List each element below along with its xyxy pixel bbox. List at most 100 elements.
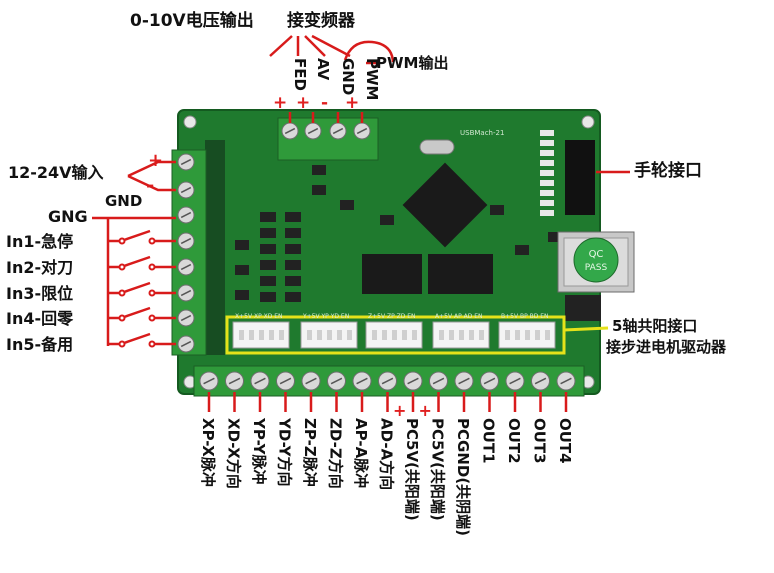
top-pin-sign: + xyxy=(273,93,287,113)
pass-text: PASS xyxy=(585,263,608,273)
terminal-screw xyxy=(505,371,525,391)
bottom-pin-label: PC5V(共阳端) xyxy=(403,418,421,521)
ic-chip xyxy=(362,254,422,294)
bottom-pin-label: OUT1 xyxy=(480,418,498,464)
smd-column xyxy=(540,130,554,216)
power-wires xyxy=(127,160,176,192)
top-title-voltage: 0-10V电压输出 xyxy=(130,10,254,31)
header-silkscreen: Z+5V ZP ZD EN xyxy=(368,313,416,320)
input-label: In3-限位 xyxy=(6,284,73,303)
header-silkscreen: X+5V XP XD EN xyxy=(235,313,283,320)
input-switch xyxy=(108,255,176,271)
pcb-board xyxy=(177,109,601,395)
left-strip xyxy=(205,140,225,355)
bottom-pin-label: YP-Y脉冲 xyxy=(250,417,268,484)
terminal-screw xyxy=(327,371,346,391)
main-chip xyxy=(402,162,488,248)
terminal-screw xyxy=(177,153,195,171)
pwm-output-label: PWM输出 xyxy=(376,54,448,72)
power-plus: + xyxy=(148,150,163,171)
terminal-screw xyxy=(329,122,347,140)
terminal-screw xyxy=(403,371,423,391)
bottom-pin-label: OUT2 xyxy=(505,418,523,464)
mount-hole xyxy=(581,115,595,129)
input-label: In4-回零 xyxy=(6,309,74,328)
power-input-label: 12-24V输入 xyxy=(8,163,104,182)
bottom-pin-label: AP-A脉冲 xyxy=(352,418,370,488)
terminal-screw xyxy=(301,371,321,391)
jst-header xyxy=(232,321,290,349)
bottom-pin-label: AD-A方向 xyxy=(378,418,396,490)
input-label: In5-备用 xyxy=(6,335,73,354)
top-pin-sign: + xyxy=(296,93,310,113)
jst-header xyxy=(432,321,490,349)
terminal-screw xyxy=(556,371,576,391)
resistor-array xyxy=(235,165,562,302)
bottom-plus-sign: + xyxy=(393,401,406,420)
stepper-driver-label: 接步进电机驱动器 xyxy=(606,338,727,356)
terminal-screw xyxy=(225,371,244,391)
terminal-screw xyxy=(250,371,270,391)
chip-label: USBMach-21 xyxy=(460,129,504,137)
terminal-screw xyxy=(177,335,195,353)
top-wires xyxy=(269,34,395,63)
jst-header xyxy=(365,321,423,349)
terminal-screw xyxy=(304,122,322,140)
bottom-plus-sign: + xyxy=(419,401,432,420)
input-switch xyxy=(108,332,176,348)
header-silkscreen: B+5V BP BD EN xyxy=(501,313,549,320)
terminal-screw xyxy=(281,122,299,140)
terminal-screw xyxy=(454,371,474,391)
top-pin-sign: + xyxy=(345,93,359,113)
terminal-screw xyxy=(177,284,195,302)
terminal-screw xyxy=(429,371,448,391)
header-silkscreen: A+5V AP AD EN xyxy=(435,313,483,320)
qc-pass-sticker xyxy=(573,237,619,283)
power-gnd-label: GND xyxy=(105,192,142,210)
jst-header xyxy=(498,321,556,349)
terminal-screw xyxy=(177,232,195,250)
terminal-screw xyxy=(177,206,195,224)
terminal-screw xyxy=(531,371,550,391)
input-label: In2-对刀 xyxy=(6,258,73,277)
terminal-screw xyxy=(353,122,371,140)
terminal-screw xyxy=(480,371,499,391)
header-silkscreen: Y+5V YP YD EN xyxy=(302,313,349,320)
handwheel-label: 手轮接口 xyxy=(634,160,702,181)
top-pin-label: FED xyxy=(291,58,309,91)
top-title-inverter: 接变频器 xyxy=(287,10,356,31)
ic-chip xyxy=(428,254,493,294)
bottom-pin-label: ZD-Z方向 xyxy=(327,418,345,489)
bottom-pin-label: XP-X脉冲 xyxy=(199,418,217,487)
terminal-screw xyxy=(199,371,219,391)
regulator xyxy=(565,295,601,321)
top-pin-sign: - xyxy=(321,93,328,113)
bottom-pin-label: YD-Y方向 xyxy=(276,417,294,486)
bottom-pin-label: ZP-Z脉冲 xyxy=(301,418,319,487)
top-pin-label: GND xyxy=(339,58,357,95)
input-switch xyxy=(108,306,176,322)
jst-header xyxy=(300,321,358,349)
gng-label: GNG xyxy=(48,207,88,226)
terminal-screw xyxy=(352,371,372,391)
top-pin-label: PWM xyxy=(363,58,381,100)
qc-text: QC xyxy=(589,249,604,260)
bottom-pin-label: PCGND(共阴端) xyxy=(454,418,472,536)
terminal-screw xyxy=(177,181,195,199)
top-pin-label: AV xyxy=(314,58,332,81)
common-anode-highlight xyxy=(225,315,566,355)
input-label: In1-急停 xyxy=(6,232,73,251)
anode-wire xyxy=(563,326,609,332)
terminal-screw xyxy=(276,371,295,391)
crystal xyxy=(419,139,455,155)
input-switch xyxy=(108,281,176,297)
terminal-screw xyxy=(177,309,195,327)
common-anode-label: 5轴共阳接口 xyxy=(612,317,697,335)
terminal-screw xyxy=(378,371,397,391)
handwheel-header xyxy=(565,140,595,215)
mount-hole xyxy=(183,115,197,129)
bottom-pin-label: OUT4 xyxy=(556,418,574,464)
bottom-pin-label: XD-X方向 xyxy=(225,418,243,489)
